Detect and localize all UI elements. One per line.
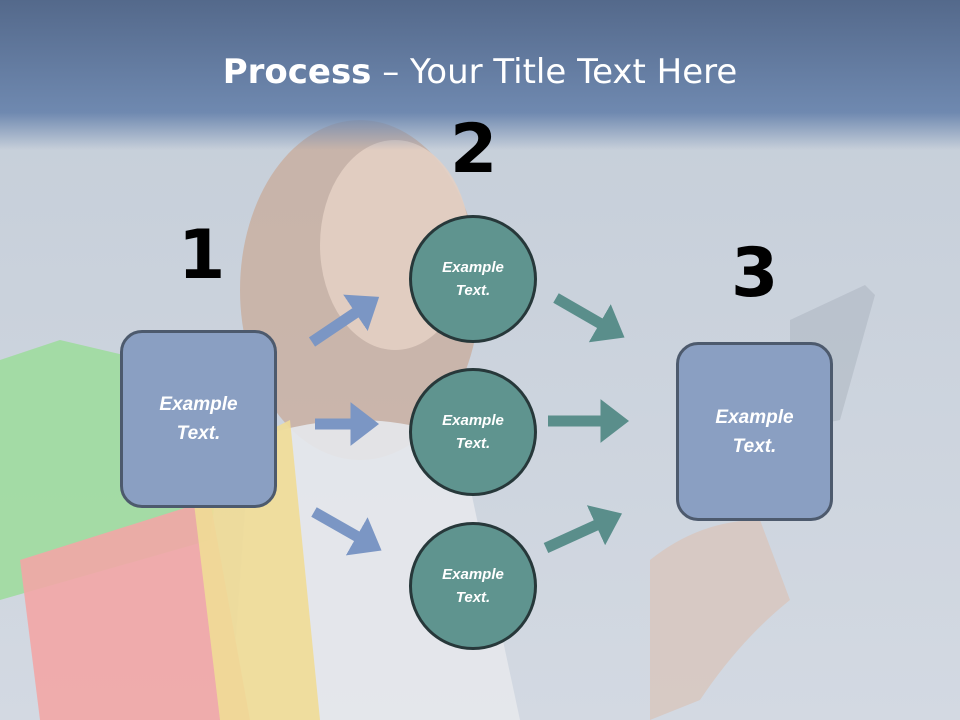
slide-title: Process – Your Title Text Here [0, 52, 960, 92]
circle-top-label-line2: Text. [455, 282, 491, 299]
arrow-from-circle-top [553, 293, 625, 343]
arrow-to-circle-top [308, 294, 380, 347]
step-3-box[interactable]: Example Text. [676, 342, 833, 521]
step-3-label-line1: Example [715, 406, 794, 428]
step-2-circle-top[interactable]: Example Text. [409, 215, 537, 343]
step-2-circle-middle[interactable]: Example Text. [409, 368, 537, 496]
arrow-to-circle-bottom [311, 507, 382, 556]
circle-top-label-line1: Example [442, 259, 504, 276]
circle-bottom-label: Example Text. [442, 563, 504, 609]
step-1-label-line2: Text. [176, 423, 221, 444]
title-band [0, 0, 960, 150]
circle-middle-label-line1: Example [442, 412, 504, 429]
step-1-box[interactable]: Example Text. [120, 330, 277, 508]
circle-middle-label: Example Text. [442, 409, 504, 455]
step-number-1: 1 [178, 216, 226, 295]
slide-title-bold: Process [222, 52, 372, 92]
step-1-label-line1: Example [159, 394, 238, 415]
circle-bottom-label-line2: Text. [455, 589, 491, 606]
slide-title-rest: – Your Title Text Here [371, 52, 738, 92]
step-number-3: 3 [731, 234, 779, 313]
step-number-2: 2 [450, 110, 498, 189]
step-3-label: Example Text. [715, 403, 793, 461]
circle-bottom-label-line1: Example [442, 566, 504, 583]
step-2-circle-bottom[interactable]: Example Text. [409, 522, 537, 650]
circle-top-label: Example Text. [442, 256, 504, 302]
step-1-label: Example Text. [159, 390, 237, 448]
step-3-label-line2: Text. [732, 435, 777, 457]
arrow-from-circle-bottom [543, 505, 623, 554]
circle-middle-label-line2: Text. [455, 435, 491, 452]
